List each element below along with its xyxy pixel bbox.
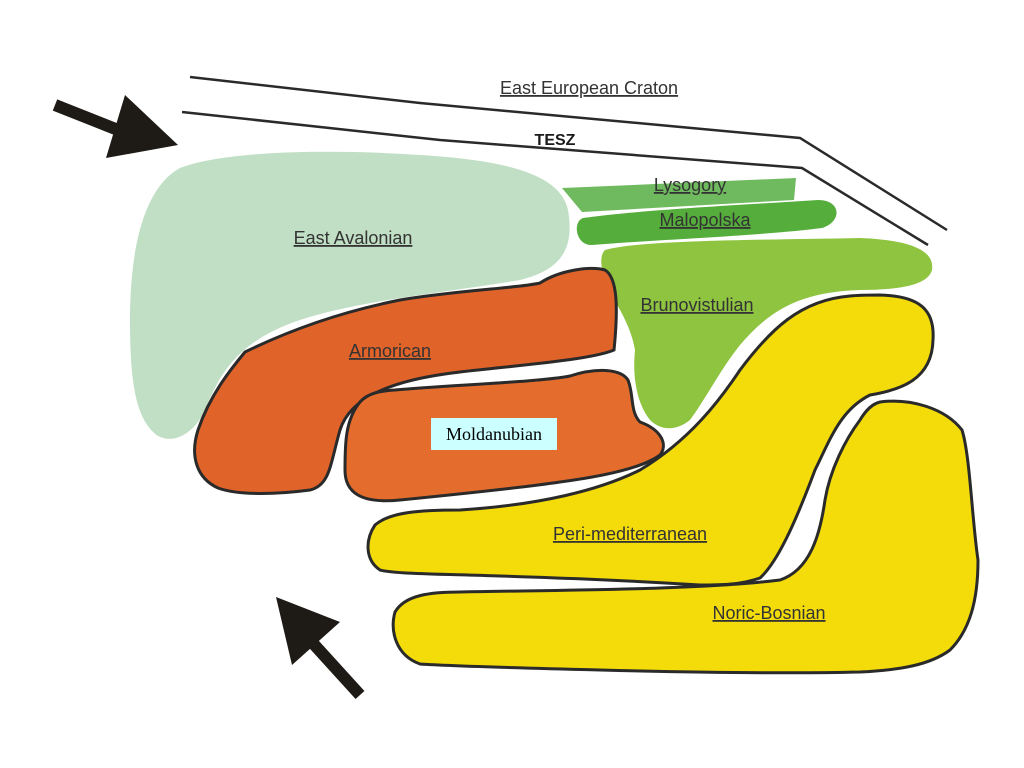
terrane-malopolska[interactable] [576,200,837,246]
terrane-noric-bosnian[interactable] [391,399,980,675]
label-tesz: TESZ [535,132,576,149]
label-noric-bosnian: Noric-Bosnian [712,603,825,623]
craton-boundary-line-lower [181,110,929,247]
label-east-avalonian: East Avalonian [294,228,413,248]
terrane-lysogory[interactable] [562,178,796,212]
label-armorican: Armorican [349,341,431,361]
label-malopolska: Malopolska [659,210,751,230]
terrane-brunovistulian[interactable] [601,238,933,429]
terrane-east-avalonian[interactable] [130,151,570,439]
label-east-european-craton: East European Craton [500,78,678,98]
arrow-icon-southwest [276,597,365,700]
label-brunovistulian: Brunovistulian [640,295,753,315]
label-peri-mediterranean: Peri-mediterranean [553,524,707,544]
terrane-peri-mediterranean[interactable] [366,293,935,587]
terrane-armorican[interactable] [193,267,618,495]
craton-boundary-line-upper [189,75,948,232]
label-moldanubian: Moldanubian [431,418,557,450]
label-lysogory: Lysogory [654,175,726,195]
arrow-icon-northwest [52,95,178,158]
